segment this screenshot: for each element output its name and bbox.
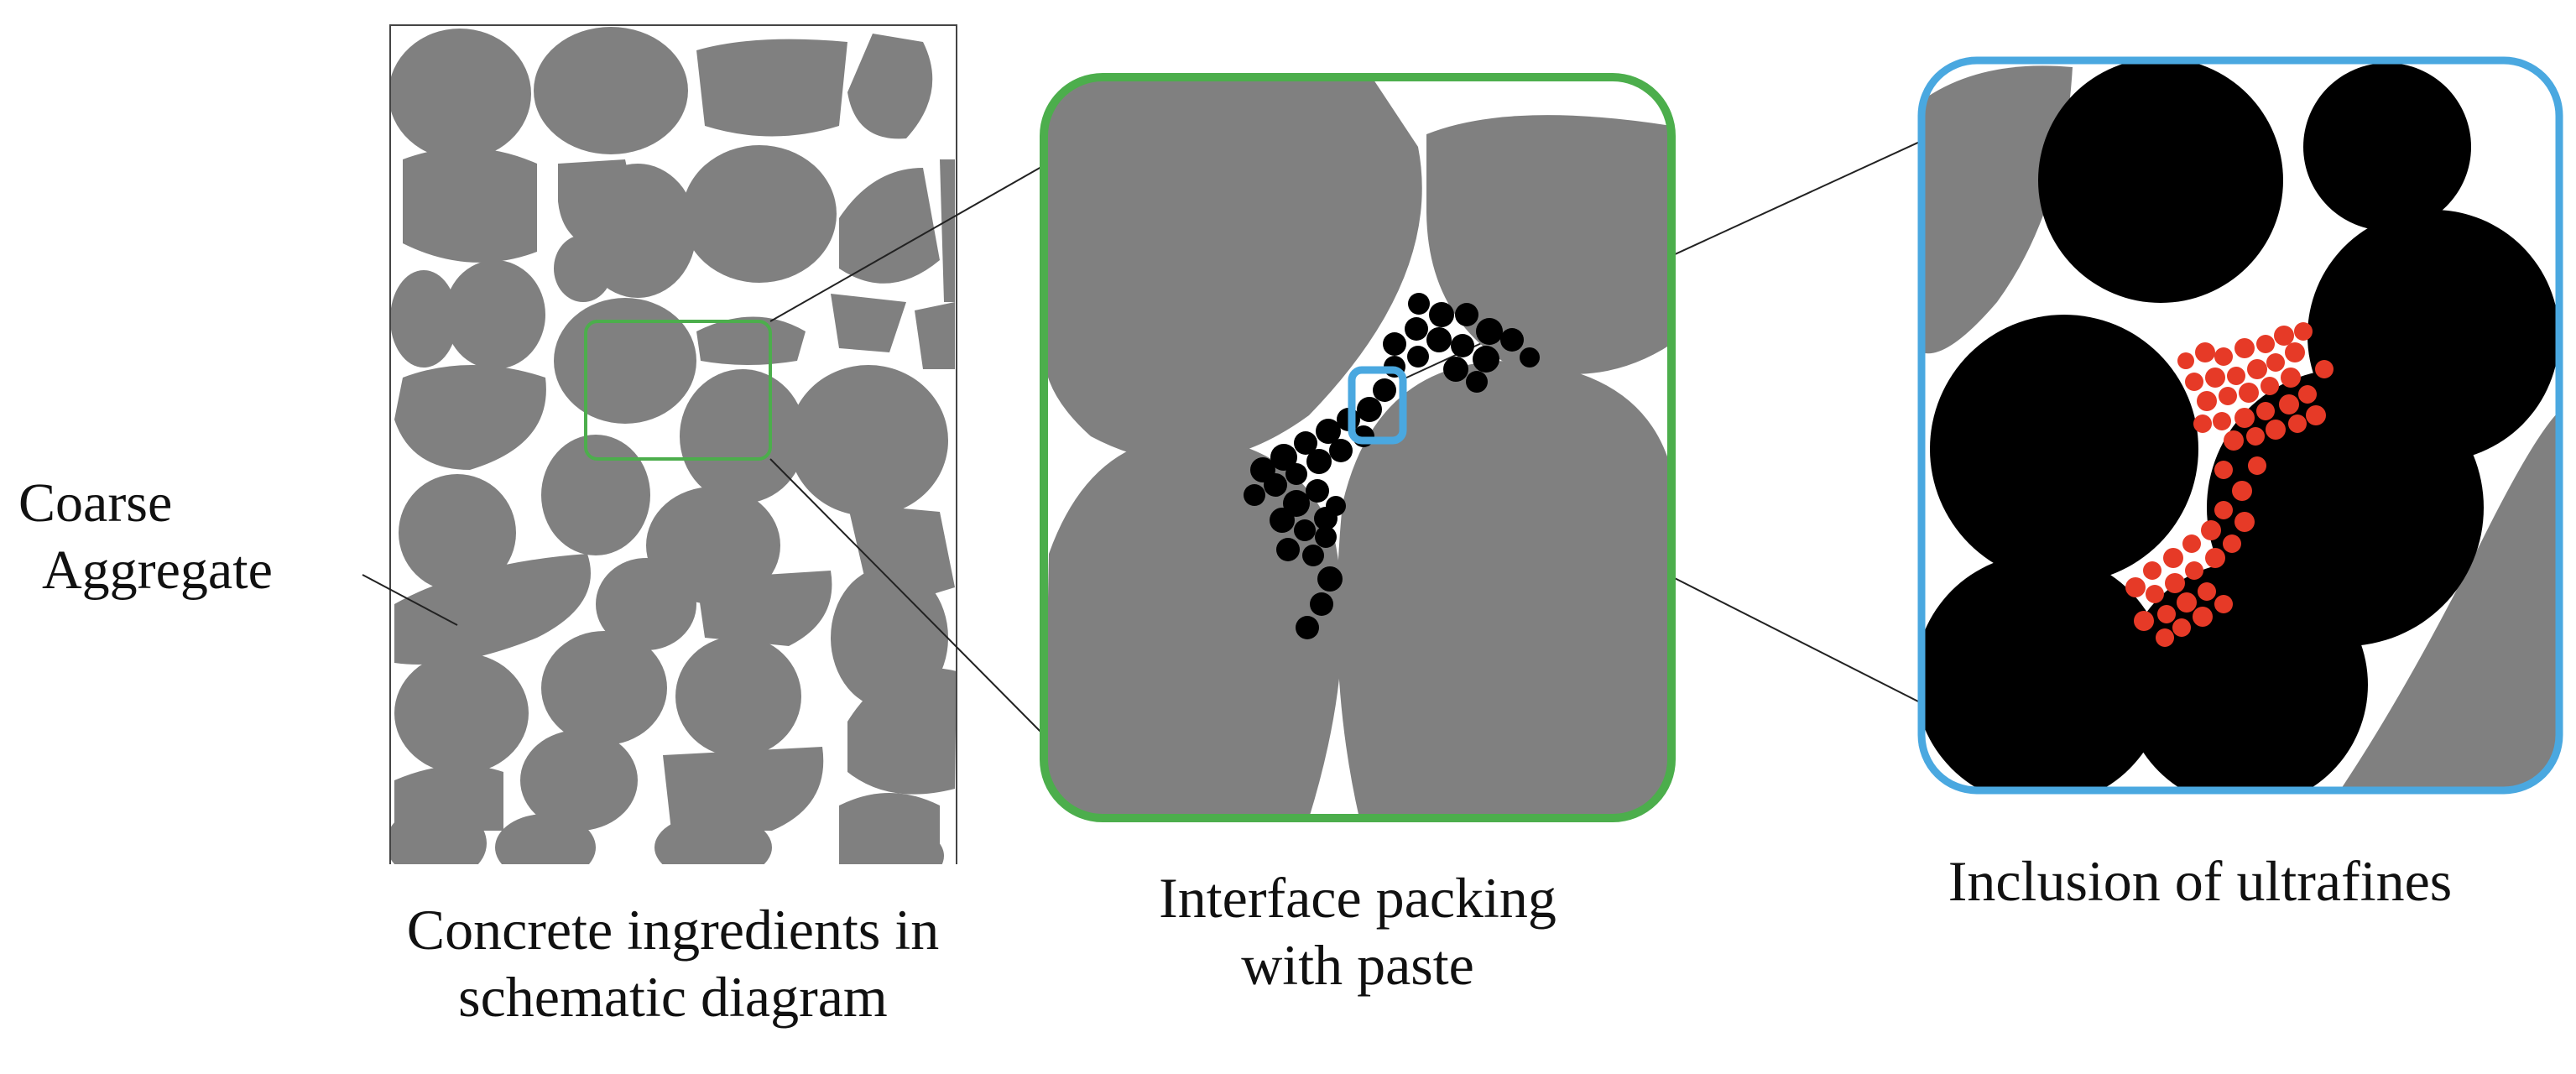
zoom-box-blue-large [1917, 56, 2563, 795]
zoom-box-blue-small [1348, 366, 1407, 445]
interface-packing-panel [1040, 73, 1676, 822]
panel-right-caption: Inclusion of ultrafines [1948, 849, 2453, 913]
zoom-line-green-top [769, 163, 1048, 322]
panel-middle-caption-line2: with paste [1241, 933, 1474, 997]
ultrafine-particles [2125, 322, 2334, 647]
concrete-schematic-panel [389, 24, 957, 864]
zoom-box-green-small [584, 320, 772, 461]
schematic-frame [389, 24, 957, 864]
panel-left-caption-line1: Concrete ingredients in [406, 898, 940, 962]
aggregate-grains [1044, 77, 1671, 818]
coarse-aggregate-label-line1: Coarse [18, 472, 173, 534]
coarse-aggregate-field [390, 27, 957, 864]
panel-middle-caption-line1: Interface packing [1159, 866, 1557, 930]
coarse-aggregate-label: Coarse Aggregate [18, 470, 273, 604]
panel-left-caption: Concrete ingredients in schematic diagra… [312, 896, 1034, 1030]
zoom-box-green-large [1040, 73, 1676, 822]
zoom-line-green-bottom [769, 458, 1048, 739]
coarse-aggregate-label-line2: Aggregate [42, 540, 273, 601]
panel-middle-caption: Interface packing with paste [1081, 864, 1635, 998]
aggregate-edges [1922, 65, 2559, 790]
coarse-aggregate-pointer [362, 574, 458, 626]
ultrafines-panel [1917, 56, 2563, 795]
panel-left-caption-line2: schematic diagram [458, 965, 888, 1029]
